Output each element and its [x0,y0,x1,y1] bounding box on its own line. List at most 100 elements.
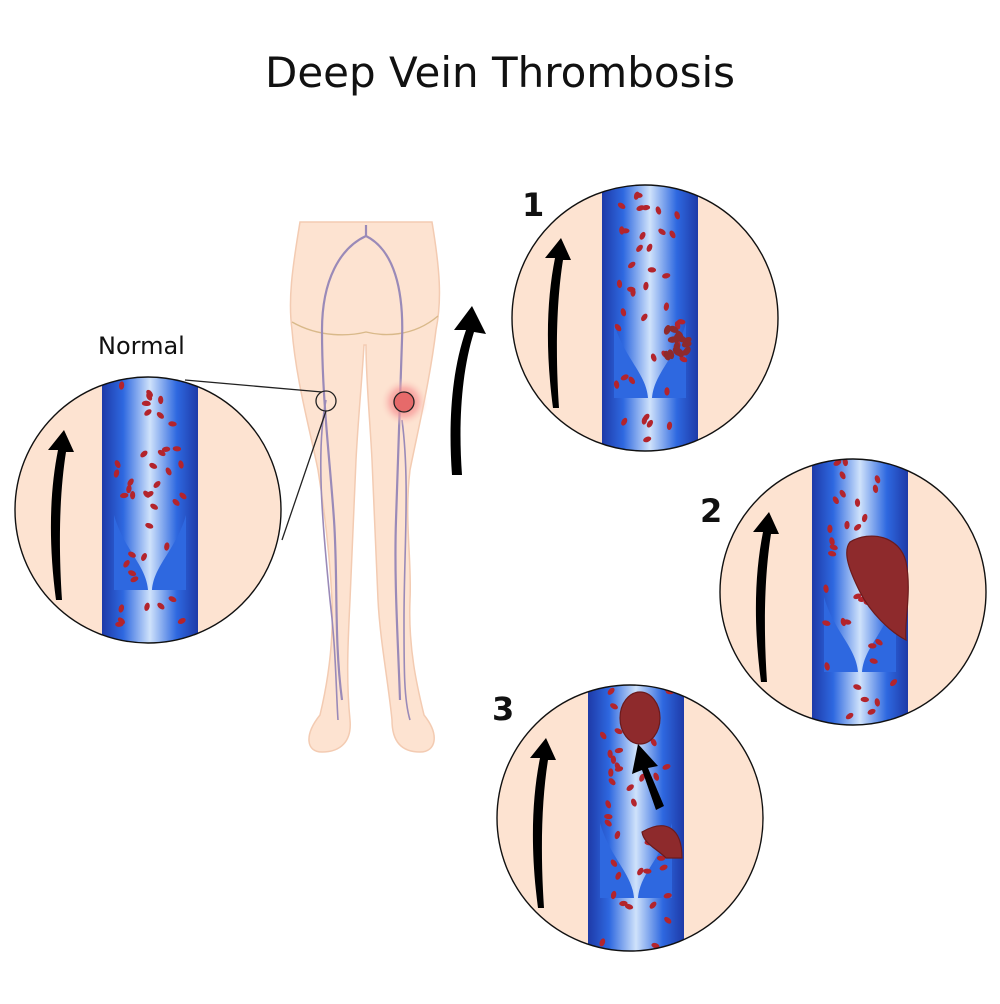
blood-cell [840,617,847,627]
blood-cell [666,421,673,430]
blood-cell [649,901,657,909]
blood-cell [178,460,184,469]
blood-cell [658,228,666,236]
blood-cell [874,698,880,707]
clot-cell [676,335,687,343]
blood-cell [608,778,616,786]
blood-cell [641,416,648,425]
blood-cell [620,374,629,381]
blood-cell [128,570,137,577]
blood-cell [646,419,654,428]
blood-cell [118,604,125,613]
blood-cell [617,202,626,209]
blood-cell [143,490,151,498]
blood-cell [854,498,861,507]
flow-arrow [48,430,74,600]
stage-3-vein-circle [496,684,764,952]
blood-cell [624,903,634,910]
connector-line-top [184,379,323,393]
clot-cell [667,349,675,360]
blood-cell [164,542,170,551]
blood-cell [613,380,620,389]
blood-cell [614,747,624,754]
blood-cell [872,484,879,493]
blood-cell [662,764,671,770]
blood-cell [627,286,636,293]
vein-right-leg-branch [401,419,411,721]
blood-cell [663,302,670,311]
blood-cell [641,204,651,211]
vein-wall [102,377,198,643]
embolus-direction-arrow [632,744,664,810]
blood-cell [614,323,622,332]
blood-cell [168,421,177,427]
vein-right-leg [365,235,404,701]
valve-leaflet-right [638,823,672,898]
blood-cell [650,738,657,747]
blood-cell [636,244,643,252]
blood-cell [626,784,634,791]
blood-cell [113,469,120,478]
stage-2-label: 2 [700,492,723,530]
stage-1-label: 1 [522,186,545,224]
blood-cell [628,376,636,385]
flow-arrow-large [450,306,486,475]
vein-left-leg [320,225,368,701]
blood-cell [146,392,153,401]
blood-cell [614,766,624,772]
blood-cell [604,819,612,827]
blood-cell [643,281,649,291]
blood-cell [679,356,688,363]
blood-cell [861,513,868,523]
blood-cell [641,313,648,322]
stage-3-label: 3 [492,690,515,728]
blood-cell [610,703,618,710]
blood-cell [607,749,613,759]
blood-cell [639,231,646,240]
blood-cell [653,772,660,781]
normal-vein-circle [14,376,282,644]
blood-cell [839,489,846,498]
blood-cell [868,643,877,649]
blood-cell [118,381,125,390]
blood-cell [610,755,617,764]
blood-cell [608,768,614,777]
blood-cell [669,230,676,239]
clot-cell [668,325,679,333]
blood-cell [844,520,850,530]
blood-cell [875,638,883,646]
clot-cell [673,342,680,353]
legs-silhouette [289,221,441,753]
clot-cell [681,340,692,348]
blood-cell [853,593,862,600]
blood-cell [677,319,686,325]
blood-cell [628,261,636,269]
blood-cell [616,279,623,289]
blood-cell [874,475,881,484]
gluteal-fold [291,315,439,336]
circle-outline [719,458,987,726]
blood-cell [156,412,165,419]
blood-cell [853,523,862,531]
blood-cell [663,892,672,899]
blood-cell [614,830,621,840]
blood-cell [610,859,618,867]
flow-arrow [545,238,571,408]
blood-cell [829,537,835,546]
blood-cell [867,708,876,715]
flow-arrow [530,738,556,908]
blood-cell [659,864,668,871]
blood-cell [161,446,171,452]
blood-cell [619,226,625,235]
blood-cell [607,687,615,695]
blood-cell [145,522,154,529]
clot-cell [663,325,671,335]
blood-cell [123,560,130,568]
stage-1-vein-circle [511,184,779,452]
blood-cell [822,620,831,626]
blood-cell [605,800,612,809]
blood-cell [158,395,164,405]
blood-cell [829,544,838,551]
blood-cell [127,478,134,487]
